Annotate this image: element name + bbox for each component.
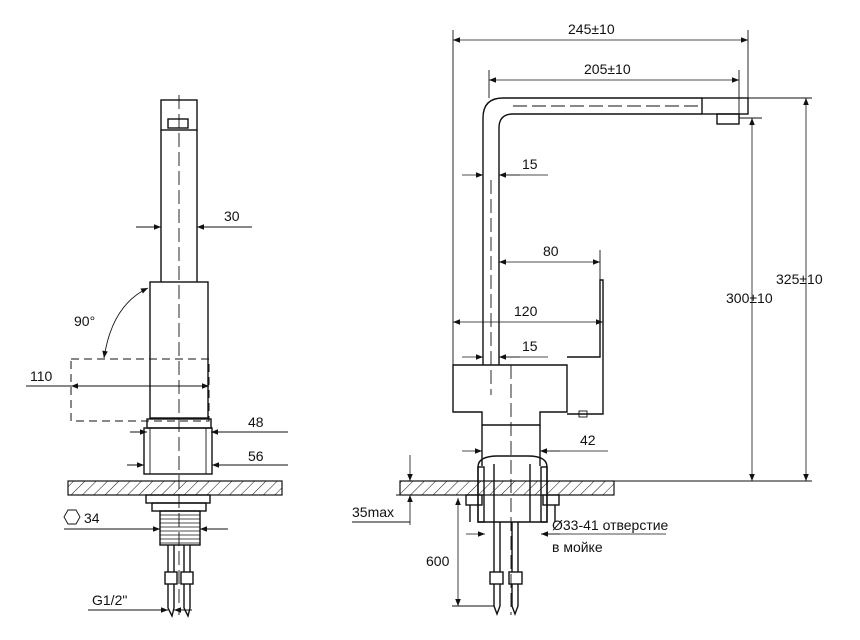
countertop-left [67,480,283,496]
rotation-arc [102,287,149,359]
dim-205-label: 205±10 [584,61,631,77]
dim-245-label: 245±10 [568,21,615,37]
dim-110-label: 110 [30,368,53,384]
spout-outer [482,97,702,365]
dim-325-label: 325±10 [776,271,823,287]
dim-80-label: 80 [543,243,559,259]
dim-56-label: 56 [248,448,264,464]
supply-hoses-left [164,545,194,619]
hexagon-icon [63,509,81,525]
countertop-right [399,480,615,496]
spout-tip-side [701,97,749,115]
threaded-shank [159,510,201,546]
dim-300-label: 300±10 [726,290,773,306]
dim-30-label: 30 [224,208,240,224]
supply-hoses-right [489,522,523,616]
faucet-body-side [452,364,568,426]
spout-inner [498,113,702,365]
side-view: 245±10 205±10 15 80 120 15 300±10 325±10… [352,21,823,616]
dim-hole-label: Ø33-41 отверстие [552,517,669,533]
dim-hole-label-line2: в мойке [552,539,603,555]
dim-angle-label: 90° [74,313,95,329]
dim-120-label: 120 [514,303,538,319]
dim-48-label: 48 [248,414,264,430]
dim-42-label: 42 [580,432,596,448]
base-flange-56 [143,427,213,475]
dim-hex34-label: 34 [84,510,100,526]
dim-15-top-label: 15 [522,156,538,172]
swivel-outline [70,358,210,422]
lever [567,279,604,415]
shank-threads [160,514,200,544]
dim-600-label: 600 [426,553,450,569]
front-view: 30 90° 110 48 56 34 G1/2" [26,95,288,619]
dim-thread-label: G1/2" [92,592,127,608]
dim-35max-label: 35max [352,504,394,520]
dim-15-mid-label: 15 [522,338,538,354]
